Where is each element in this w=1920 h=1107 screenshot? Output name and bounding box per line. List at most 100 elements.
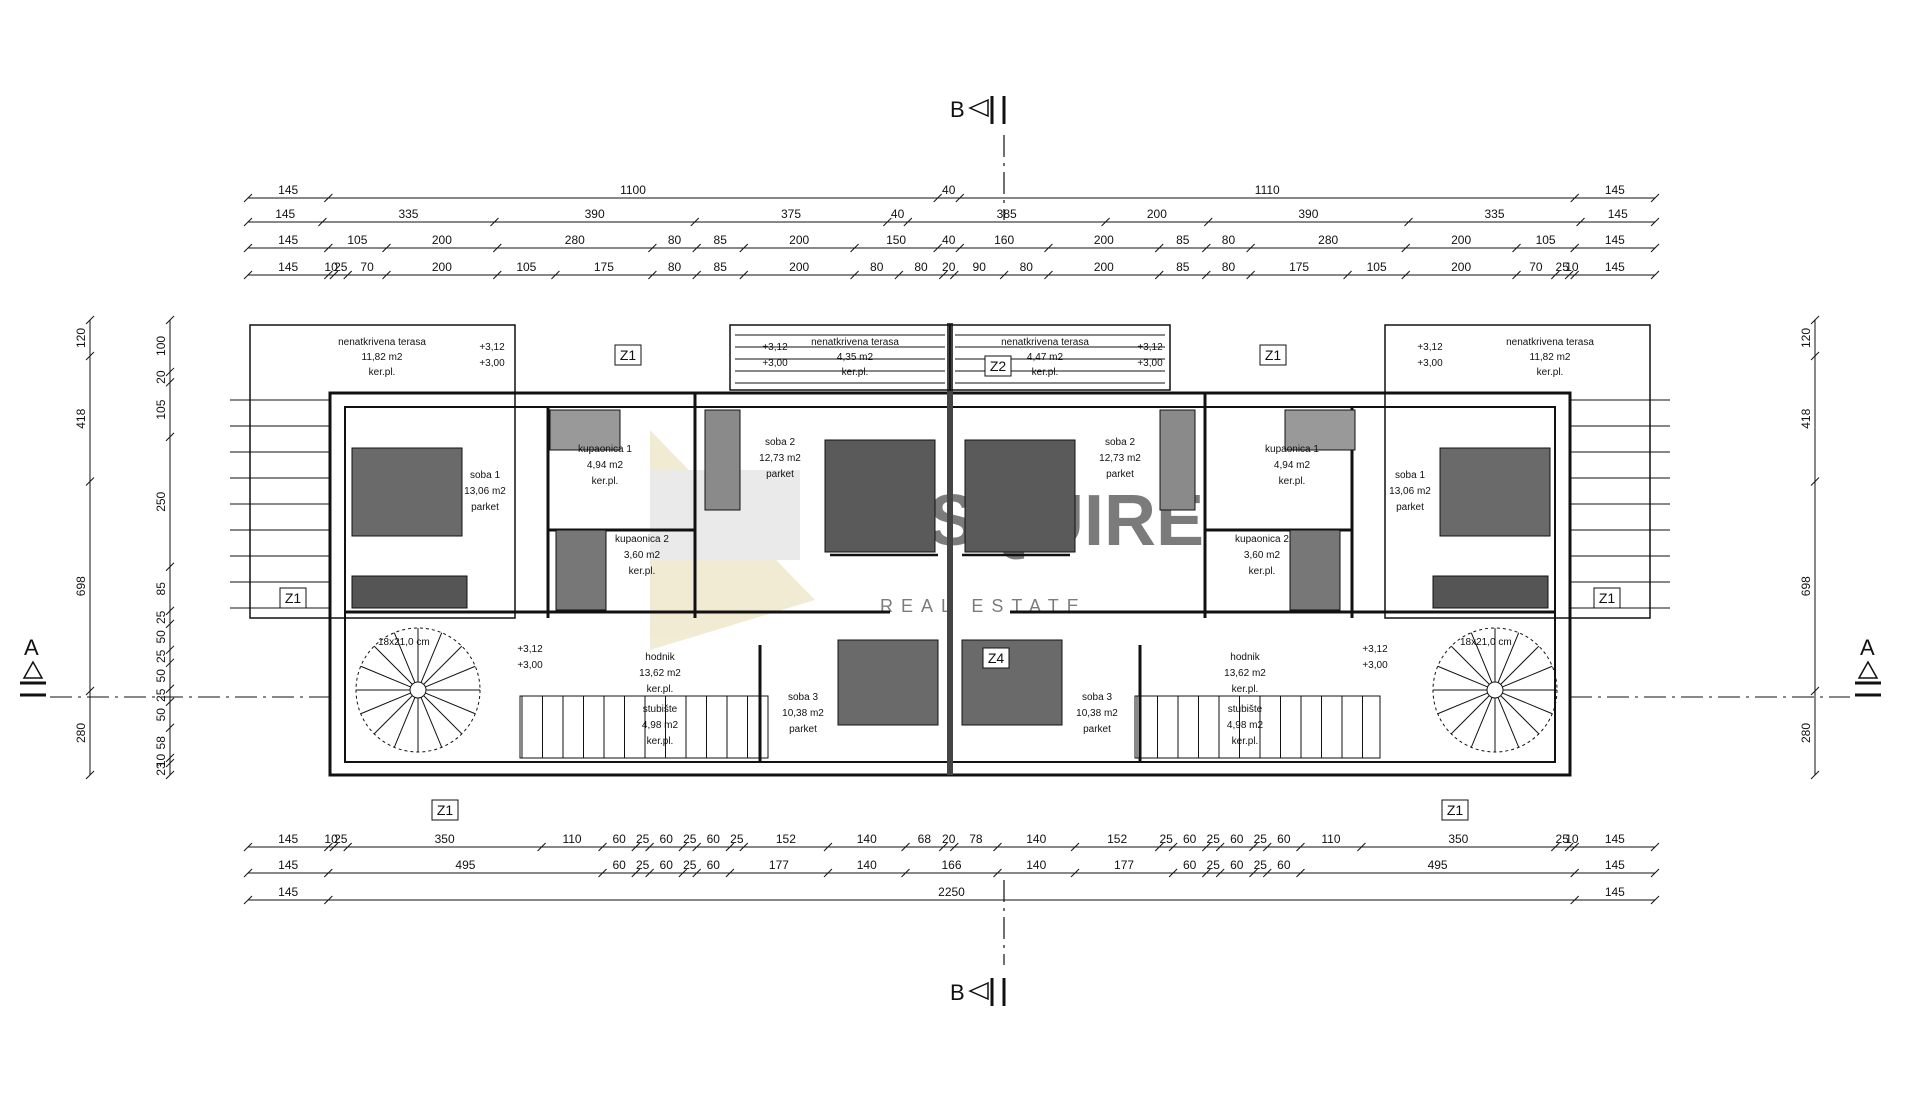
- stubiste-right-label: stubište 4,98 m2 ker.pl.: [1227, 704, 1264, 747]
- dimension-label: 23: [154, 762, 168, 776]
- dimension-tick: [631, 842, 641, 852]
- section-label-a-right: A: [1860, 635, 1875, 660]
- svg-text:parket: parket: [1396, 502, 1424, 513]
- dimension-tick: [955, 193, 965, 203]
- dimension-label: 85: [714, 233, 728, 247]
- dimension-tick: [678, 868, 688, 878]
- dimension-tick: [1262, 842, 1272, 852]
- dimension-tick: [933, 243, 943, 253]
- svg-text:+3,00: +3,00: [479, 358, 505, 369]
- dimension-tick: [999, 270, 1009, 280]
- section-label-b-top: B: [950, 97, 965, 122]
- dimension-label: 25: [683, 858, 697, 872]
- svg-text:Z1: Z1: [620, 347, 637, 363]
- dimension-label: 145: [278, 233, 298, 247]
- dimension-label: 60: [660, 832, 674, 846]
- svg-text:stubište: stubište: [1228, 704, 1263, 715]
- svg-text:10,38 m2: 10,38 m2: [782, 708, 824, 719]
- dimension-tick: [1650, 243, 1660, 253]
- svg-text:parket: parket: [766, 469, 794, 480]
- dimension-label: 418: [74, 408, 88, 428]
- svg-text:+3,12: +3,12: [517, 644, 543, 655]
- svg-text:kupaonica 1: kupaonica 1: [1265, 444, 1319, 455]
- dimension-label: 25: [636, 832, 650, 846]
- dimension-tick: [1512, 243, 1521, 253]
- svg-text:Z4: Z4: [988, 650, 1005, 666]
- dimension-label: 80: [1222, 233, 1236, 247]
- dimension-label: 10: [1565, 260, 1579, 274]
- dimension-tick: [323, 243, 333, 253]
- dimension-tick: [85, 477, 95, 486]
- dimension-tick: [1810, 351, 1820, 361]
- dimension-tick: [490, 217, 499, 227]
- svg-text:11,82 m2: 11,82 m2: [1530, 352, 1571, 363]
- dimension-tick: [382, 243, 391, 253]
- dimension-tick: [1154, 842, 1164, 852]
- dimension-label: 60: [612, 832, 626, 846]
- dimension-label: 80: [1222, 260, 1236, 274]
- dimension-label: 60: [660, 858, 674, 872]
- dimension-tick: [692, 243, 702, 253]
- dimension-tick: [243, 217, 253, 227]
- dimension-label: 60: [1230, 858, 1244, 872]
- dimension-label: 200: [1094, 233, 1114, 247]
- dimension-label: 25: [1556, 260, 1570, 274]
- svg-text:ker.pl.: ker.pl.: [1279, 476, 1306, 487]
- dimension-tick: [725, 868, 735, 878]
- svg-text:ker.pl.: ker.pl.: [647, 684, 674, 695]
- dimension-tick: [690, 217, 700, 227]
- svg-text:soba 1: soba 1: [1395, 470, 1425, 481]
- dimension-tick: [1650, 217, 1660, 227]
- dimension-label: 85: [1176, 233, 1190, 247]
- dimension-label: 10: [1565, 832, 1579, 846]
- dimension-label: 390: [1298, 207, 1318, 221]
- dimension-tick: [598, 842, 607, 852]
- dimension-tick: [165, 315, 175, 325]
- dimension-label: 60: [1183, 832, 1197, 846]
- terrace-right-label: nenatkrivena terasa 11,82 m2 ker.pl. +3,…: [1417, 337, 1594, 378]
- dimension-label: 50: [154, 669, 168, 683]
- dimension-label: 60: [612, 858, 626, 872]
- dimension-tick: [492, 243, 502, 253]
- hodnik-left-label: hodnik 13,62 m2 ker.pl. +3,12 +3,00: [517, 644, 681, 695]
- dimension-label: 200: [432, 233, 452, 247]
- dimension-label: 60: [1277, 858, 1291, 872]
- svg-text:kupaonica 2: kupaonica 2: [615, 534, 669, 545]
- dimension-tick: [739, 842, 749, 852]
- dimension-tick: [949, 842, 959, 852]
- dimension-tick: [850, 243, 859, 253]
- dimension-label: 177: [769, 858, 789, 872]
- dimension-tick: [1570, 193, 1580, 203]
- dimension-label: 335: [398, 207, 418, 221]
- dimension-tick: [1650, 193, 1660, 203]
- svg-text:+3,12: +3,12: [762, 342, 788, 353]
- dimension-label: 25: [1159, 832, 1173, 846]
- dimension-label: 50: [154, 708, 168, 722]
- dimension-label: 20: [942, 260, 956, 274]
- stair-note-left: 18x21,0 cm: [378, 637, 430, 648]
- window-tag-z4: Z4: [982, 647, 1010, 669]
- dimension-label: 60: [707, 858, 721, 872]
- dimension-label: 495: [455, 858, 475, 872]
- dimension-tick: [1246, 270, 1255, 280]
- kupaonica1-left-label: kupaonica 1 4,94 m2 ker.pl.: [578, 444, 632, 487]
- dimension-tick: [85, 770, 95, 780]
- dimension-label: 175: [594, 260, 614, 274]
- dimension-tick: [1570, 868, 1580, 878]
- dimension-tick: [165, 723, 175, 733]
- dimension-label: 25: [1556, 832, 1570, 846]
- dimension-tick: [318, 217, 327, 227]
- window-tag-z1-left: Z1: [279, 587, 307, 609]
- dimension-tick: [1296, 868, 1305, 878]
- dimension-tick: [1550, 270, 1560, 280]
- svg-text:4,94 m2: 4,94 m2: [1274, 460, 1311, 471]
- dimension-tick: [243, 193, 253, 203]
- svg-text:hodnik: hodnik: [645, 652, 675, 663]
- dimension-tick: [243, 868, 253, 878]
- dimension-tick: [1201, 842, 1211, 852]
- dimension-label: 200: [1451, 233, 1471, 247]
